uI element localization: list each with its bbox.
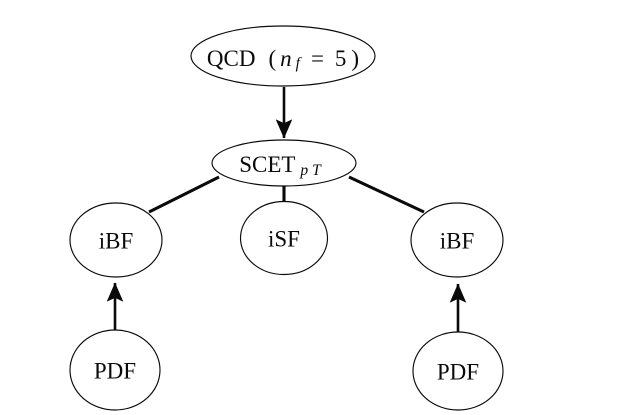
qcd-open-paren: ( [268,46,276,71]
scet-subscript-p: p [299,162,308,179]
node-ibf-right-label: iBF [440,229,475,254]
qcd-var-n: n [280,46,292,71]
node-pdf-right-shape [412,331,504,411]
qcd-equals: = [311,46,324,71]
node-isf-shape [239,200,329,276]
node-ibf-right-shape [410,202,504,278]
node-pdf-left-label: PDF [94,359,136,384]
node-pdf-right[interactable]: PDF [412,331,504,411]
node-scet-shape [211,139,357,187]
qcd-value: 5 [335,46,347,71]
node-qcd-shape [190,25,376,87]
node-ibf-left-label: iBF [99,229,134,254]
node-qcd-label: QCD ( n f = 5 ) [207,46,359,72]
node-ibf-left-shape [69,202,163,278]
qcd-var-subscript: f [296,55,303,72]
node-pdf-left[interactable]: PDF [69,329,161,411]
node-ibf-left[interactable]: iBF [69,202,163,278]
edge-group [106,87,467,332]
scet-subscript-t: T [312,162,322,179]
node-ibf-right[interactable]: iBF [410,202,504,278]
node-isf-label: iSF [268,227,300,252]
qcd-text-main: QCD [207,46,256,71]
scet-text-main: SCET [239,152,295,177]
edge-scet-to-ibf-left [148,175,220,214]
qcd-close-paren: ) [351,46,359,71]
node-scet-label: SCET p T [239,152,322,179]
node-qcd[interactable]: QCD ( n f = 5 ) [190,25,376,87]
node-scet[interactable]: SCET p T [211,139,357,187]
node-pdf-left-shape [69,329,161,411]
node-isf[interactable]: iSF [239,200,329,276]
node-pdf-right-label: PDF [437,360,479,385]
edge-scet-to-ibf-right [348,175,425,214]
